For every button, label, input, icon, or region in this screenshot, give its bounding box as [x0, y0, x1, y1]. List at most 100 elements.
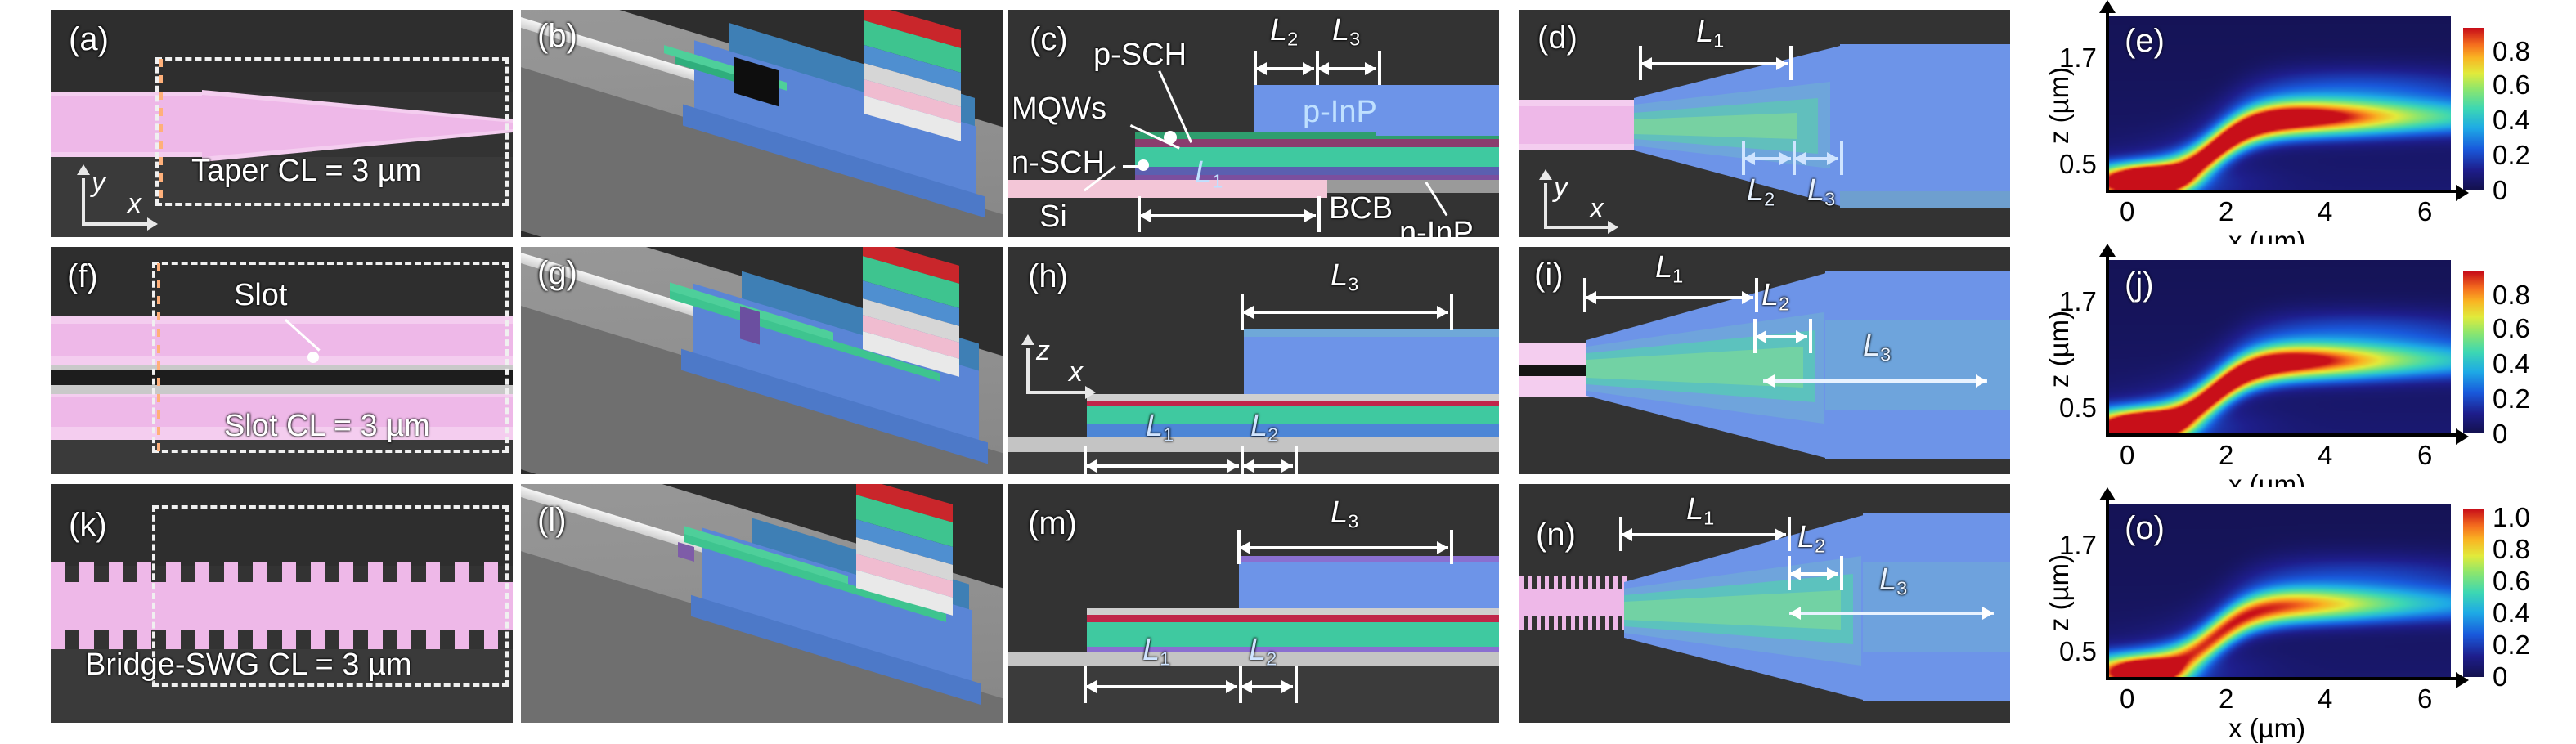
- panel-f-label: (f): [67, 258, 98, 294]
- panel-o: z (µm) 1.7 0.5 (o) 0 2 4 6 x (µm) 1.0 0.…: [2020, 487, 2576, 743]
- panel-k-bg-top: [51, 484, 513, 566]
- panel-i-input-slot: [1519, 365, 1591, 376]
- panel-m-L2-dimension: [1241, 680, 1293, 693]
- panel-k-label: (k): [69, 507, 107, 543]
- panel-o-cb-0p2: 0.2: [2493, 630, 2530, 660]
- panel-c-n-sch-label: n-SCH: [1012, 146, 1106, 180]
- panel-c-bcb-label: BCB: [1329, 191, 1393, 226]
- panel-h-axes: z x: [1021, 334, 1105, 399]
- panel-j-xtick-0: 0: [2120, 440, 2135, 470]
- panel-j-xtick-2: 2: [2219, 440, 2234, 470]
- panel-h-n-sch: [1087, 424, 1499, 437]
- panel-e-colorbar: [2463, 28, 2484, 190]
- panel-j-colorbar-canvas: [2463, 271, 2484, 433]
- panel-d-label: (d): [1537, 20, 1577, 56]
- panel-l-layer-stack-inset: [856, 484, 953, 630]
- panel-m-p-sch: [1087, 615, 1499, 622]
- panel-d-axis-x-label: x: [1590, 193, 1604, 224]
- panel-i-L2-tick-right: [1809, 319, 1812, 353]
- panel-e-xaxis: [2106, 190, 2457, 193]
- panel-c-si-label: Si: [1039, 199, 1067, 234]
- panel-j: z (µm) 1.7 0.5 (j) 0 2 4 6 x (µm) 0.8 0.…: [2020, 244, 2576, 500]
- panel-e-cb-0: 0: [2493, 175, 2508, 205]
- panel-c-L3-tick-right: [1378, 51, 1381, 85]
- panel-n-L1-dimension: [1621, 528, 1786, 541]
- panel-c-si: [1008, 180, 1327, 198]
- panel-n: (n) L1 L2 L3: [1519, 484, 2010, 723]
- panel-j-ytick-0p5: 0.5: [2059, 392, 2097, 423]
- panel-d-L1-dimension: [1640, 57, 1788, 70]
- panel-j-ytick-1p7: 1.7: [2059, 286, 2097, 316]
- panel-e-heatmap: [2109, 16, 2451, 190]
- panel-o-cb-0p6: 0.6: [2493, 566, 2530, 596]
- panel-a-axis-y-label: y: [92, 167, 105, 198]
- panel-h-mqw: [1087, 406, 1499, 424]
- panel-a-axis-x-label: x: [128, 188, 141, 219]
- panel-i-inp-taper: [1586, 271, 1832, 459]
- panel-o-colorbar: [2463, 509, 2484, 677]
- panel-i-inp-mesa-tint: [1825, 320, 2010, 410]
- panel-c-L1-tick-right: [1317, 196, 1321, 232]
- panel-j-xtick-6: 6: [2417, 440, 2433, 470]
- panel-j-xtick-4: 4: [2318, 440, 2333, 470]
- panel-j-cb-0p4: 0.4: [2493, 348, 2530, 379]
- panel-i-L1-tick-right: [1755, 278, 1758, 312]
- panel-c-L1-label: L1: [1195, 155, 1223, 192]
- panel-o-cb-0p8: 0.8: [2493, 534, 2530, 564]
- panel-j-heatmap: [2109, 260, 2451, 433]
- panel-f-caption: Slot CL = 3 µm: [224, 409, 430, 443]
- panel-c-L3-label: L3: [1332, 13, 1361, 50]
- panel-a-axes: y x: [77, 164, 160, 231]
- panel-j-colorbar: [2463, 271, 2484, 433]
- panel-o-ytick-0p5: 0.5: [2059, 636, 2097, 666]
- panel-j-yaxis: [2106, 255, 2109, 437]
- panel-d-L2-dimension: [1744, 152, 1791, 165]
- panel-f-slot-leader-dot: [307, 352, 319, 363]
- panel-f-slot-label: Slot: [234, 278, 288, 312]
- panel-e-yaxis-arrow: [2099, 0, 2116, 13]
- panel-e-cb-0p2: 0.2: [2493, 140, 2530, 170]
- panel-d-axes: y x: [1539, 169, 1622, 234]
- panel-g: (g): [521, 247, 1003, 474]
- panel-o-cb-1p0: 1.0: [2493, 502, 2530, 532]
- panel-k-dashed-region: [152, 505, 509, 687]
- panel-c-n-inp-label: n-InP: [1399, 216, 1474, 237]
- panel-c-L3-dimension: [1317, 62, 1376, 75]
- panel-a-bg-top: [51, 10, 513, 92]
- panel-m-si-ridge: [1087, 608, 1499, 615]
- panel-h-si-ridge: [1087, 394, 1499, 401]
- panel-d-input-waveguide-core: [1519, 106, 1640, 144]
- panel-m-p-inp-top: [1239, 556, 1499, 562]
- panel-n-L2-label: L2: [1797, 520, 1826, 557]
- panel-m-L1-label: L1: [1142, 633, 1171, 670]
- panel-h-p-inp: [1244, 329, 1499, 399]
- panel-f-dashed-region: [152, 262, 509, 453]
- panel-d-L2-label: L2: [1747, 173, 1775, 210]
- panel-h-L3-dimension: [1242, 306, 1448, 319]
- panel-c-n-inp: [1135, 175, 1499, 180]
- panel-n-swg-bridge: [1519, 589, 1631, 616]
- panel-j-xaxis: [2106, 433, 2457, 437]
- panel-e-xtick-6: 6: [2417, 196, 2433, 226]
- panel-e-ytick-0p5: 0.5: [2059, 149, 2097, 179]
- panel-b-layer-stack-inset: [864, 10, 961, 155]
- panel-i-input-clad-upper: [1519, 343, 1591, 365]
- panel-f-bg-top: [51, 247, 513, 316]
- panel-g-slot-void: [740, 306, 760, 345]
- panel-h-bcb: [1008, 437, 1499, 452]
- panel-o-yaxis: [2106, 499, 2109, 680]
- panel-m-label: (m): [1028, 505, 1077, 541]
- panel-d-inp-mesa: [1840, 44, 2010, 208]
- panel-k: (k) Bridge-SWG CL = 3 µm: [51, 484, 513, 723]
- panel-m-n-sch: [1087, 647, 1499, 652]
- panel-c: (c) p-SCH MQWs n-SCH Si BCB n-InP p-InP …: [1008, 10, 1499, 237]
- panel-d-axis-y-label: y: [1554, 172, 1568, 203]
- panel-k-swg-bridge: [51, 582, 513, 630]
- panel-j-label: (j): [2125, 267, 2154, 303]
- panel-o-xtick-2: 2: [2219, 683, 2234, 714]
- panel-h-L1-label: L1: [1146, 409, 1174, 446]
- panel-c-n-sch: [1135, 167, 1499, 175]
- panel-j-cb-0p6: 0.6: [2493, 313, 2530, 343]
- panel-e-cb-0p4: 0.4: [2493, 105, 2530, 135]
- panel-o-ytick-1p7: 1.7: [2059, 530, 2097, 560]
